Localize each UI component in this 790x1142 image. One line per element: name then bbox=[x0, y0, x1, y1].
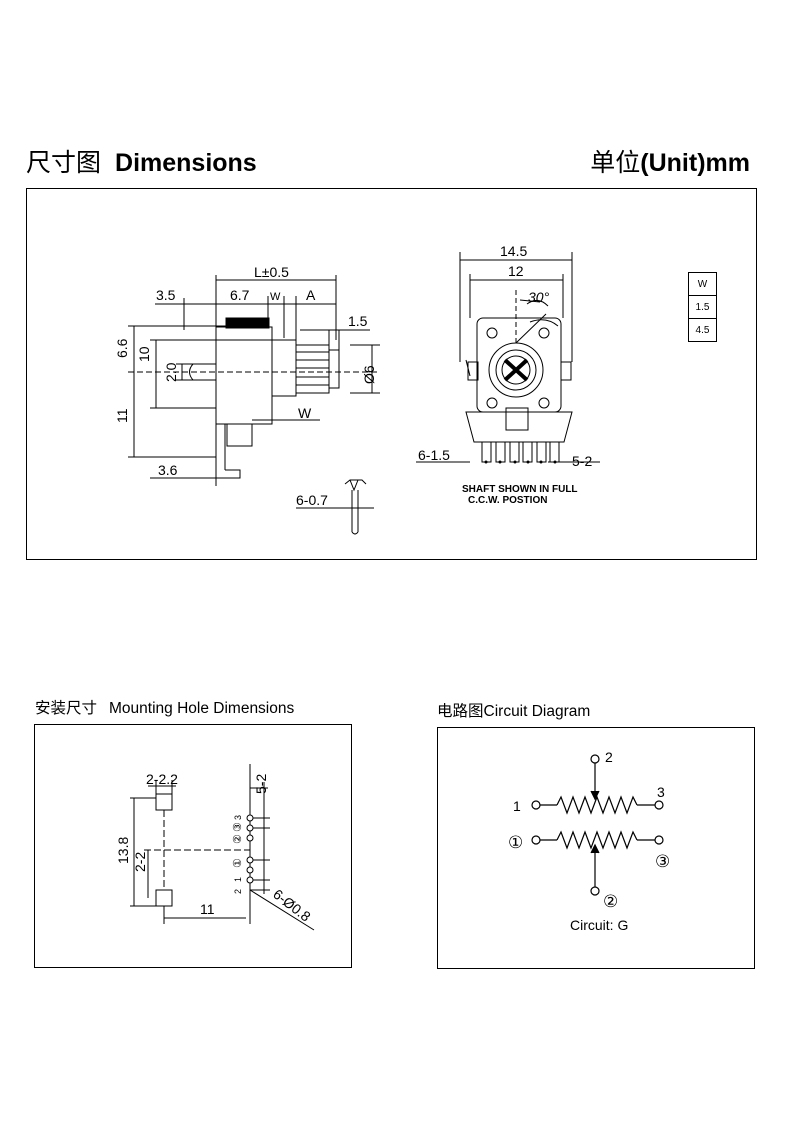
dim-length: L±0.5 bbox=[254, 264, 289, 280]
dim-pin-width: 6-0.7 bbox=[296, 492, 328, 508]
circuit-drawing: 2 1 3 ① ③ ② Circuit: G bbox=[508, 749, 670, 933]
note-line2: C.C.W. POSTION bbox=[468, 495, 547, 506]
mount-dim-13-8: 13.8 bbox=[115, 837, 131, 864]
dim-14-5: 14.5 bbox=[500, 243, 527, 259]
pin-3c-label: ③ bbox=[655, 852, 670, 871]
terminal bbox=[590, 754, 600, 764]
resistor-lower bbox=[556, 830, 638, 850]
mounting-title-en: Mounting Hole Dimensions bbox=[109, 700, 295, 717]
dim-angle: 30° bbox=[528, 289, 550, 305]
mount-dim-11: 11 bbox=[200, 901, 215, 917]
mount-pin-label: 1 bbox=[233, 877, 243, 882]
dim-10: 10 bbox=[136, 346, 152, 362]
dim-6-6: 6.6 bbox=[114, 338, 130, 358]
title-cn: 尺寸图 bbox=[26, 149, 102, 177]
mounting-drawing: 2-2.2 13.8 2-2 11 5-2 6-Ø0.8 3 2 1 ③ ② ① bbox=[115, 764, 315, 931]
dim-3-5: 3.5 bbox=[156, 287, 176, 303]
mounting-frame bbox=[34, 724, 352, 968]
unit-label: 单位(Unit)mm bbox=[590, 143, 750, 179]
dim-12: 12 bbox=[508, 263, 524, 279]
w-table: W 1.5 4.5 bbox=[688, 272, 717, 342]
mount-pin-circ-label: ③ bbox=[232, 822, 244, 832]
unit-en: (Unit)mm bbox=[640, 149, 750, 177]
terminal bbox=[531, 835, 541, 845]
title-en: Dimensions bbox=[115, 149, 257, 177]
pin-1-label: 1 bbox=[513, 798, 521, 814]
pin-2c-label: ② bbox=[603, 892, 618, 911]
dim-phi6: Ø6 bbox=[361, 365, 377, 384]
mount-pin-label: 2 bbox=[233, 889, 243, 894]
circuit-caption: Circuit: G bbox=[570, 917, 628, 933]
side-body bbox=[215, 326, 273, 425]
mount-pin-circ-label: ② bbox=[232, 834, 244, 844]
resistor-upper bbox=[556, 795, 638, 815]
pin-2-label: 2 bbox=[605, 749, 613, 765]
dim-11: 11 bbox=[114, 408, 130, 423]
circuit-title-en: Circuit Diagram bbox=[483, 703, 591, 720]
note-line1: SHAFT SHOWN IN FULL bbox=[462, 484, 578, 495]
w-table-row: 4.5 bbox=[688, 318, 717, 342]
unit-cn: 单位 bbox=[590, 149, 641, 177]
dim-3-6: 3.6 bbox=[158, 462, 178, 478]
mounting-title-cn: 安装尺寸 bbox=[35, 700, 98, 717]
side-top-block bbox=[225, 317, 270, 329]
dim-a: A bbox=[306, 287, 316, 303]
terminal bbox=[654, 800, 664, 810]
mount-pin-label: 3 bbox=[233, 815, 243, 820]
dim-pins-5-2: 5-2 bbox=[572, 453, 592, 469]
pin-1c-label: ① bbox=[508, 833, 523, 852]
terminal bbox=[590, 886, 600, 896]
page-title: 尺寸图 Dimensions bbox=[26, 143, 257, 179]
pin-3-label: 3 bbox=[657, 784, 665, 800]
terminal bbox=[531, 800, 541, 810]
circuit-frame bbox=[437, 727, 755, 969]
circuit-title: 电路图Circuit Diagram bbox=[437, 699, 590, 721]
w-table-header: W bbox=[688, 272, 717, 296]
dim-6-7: 6.7 bbox=[230, 287, 250, 303]
terminal bbox=[654, 835, 664, 845]
dim-2-0: 2.0 bbox=[163, 362, 179, 382]
dimensions-frame bbox=[26, 188, 757, 560]
dim-w-top: W bbox=[270, 291, 281, 303]
mount-dim-holes: 6-Ø0.8 bbox=[270, 886, 314, 925]
w-table-row: 1.5 bbox=[688, 295, 717, 319]
bushing bbox=[271, 339, 297, 397]
mounting-title: 安装尺寸 Mounting Hole Dimensions bbox=[35, 696, 294, 718]
dimensions-drawing: L±0.5 3.5 6.7 W A 1.5 6.6 10 2.0 Ø6 11 W… bbox=[114, 243, 600, 535]
dim-w-bottom: W bbox=[298, 405, 312, 421]
dim-1-5: 1.5 bbox=[348, 313, 368, 329]
mount-dim-5-2: 5-2 bbox=[253, 774, 269, 794]
mount-pin-circ-label: ① bbox=[232, 858, 244, 868]
dim-pins-6-1-5: 6-1.5 bbox=[418, 447, 450, 463]
circuit-title-cn: 电路图 bbox=[437, 703, 484, 720]
mount-dim-2-2: 2-2 bbox=[132, 852, 148, 872]
mount-dim-2-2-2: 2-2.2 bbox=[146, 771, 178, 787]
